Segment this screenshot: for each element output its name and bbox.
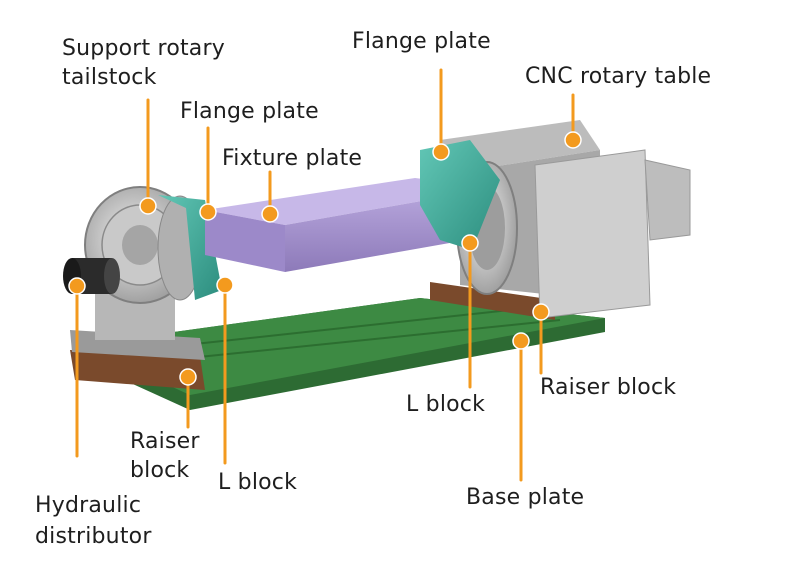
label-l-block-left: L block <box>218 470 298 495</box>
label-raiser-block-left-line2: block <box>130 458 190 483</box>
label-support-rotary-tailstock-line2: tailstock <box>62 65 157 90</box>
label-flange-plate-left: Flange plate <box>180 99 319 124</box>
label-support-rotary-tailstock-line1: Support rotary <box>62 36 225 61</box>
label-fixture-plate: Fixture plate <box>222 146 363 171</box>
raiser-block-right-shape <box>430 282 555 320</box>
label-raiser-block-left-line1: Raiser <box>130 429 200 454</box>
callout-dots <box>68 131 582 386</box>
label-base-plate: Base plate <box>466 485 585 510</box>
label-raiser-block-right: Raiser block <box>540 375 677 400</box>
label-flange-plate-top: Flange plate <box>352 29 491 54</box>
label-l-block-center: L block <box>406 392 486 417</box>
label-hydraulic-distributor-line2: distributor <box>35 524 152 549</box>
flange-plate-top-shape <box>420 140 500 250</box>
label-hydraulic-distributor-line1: Hydraulic <box>35 493 142 518</box>
raiser-block-left-shape <box>70 350 205 390</box>
label-cnc-rotary-table: CNC rotary table <box>525 64 712 89</box>
callout-lines <box>75 68 575 482</box>
